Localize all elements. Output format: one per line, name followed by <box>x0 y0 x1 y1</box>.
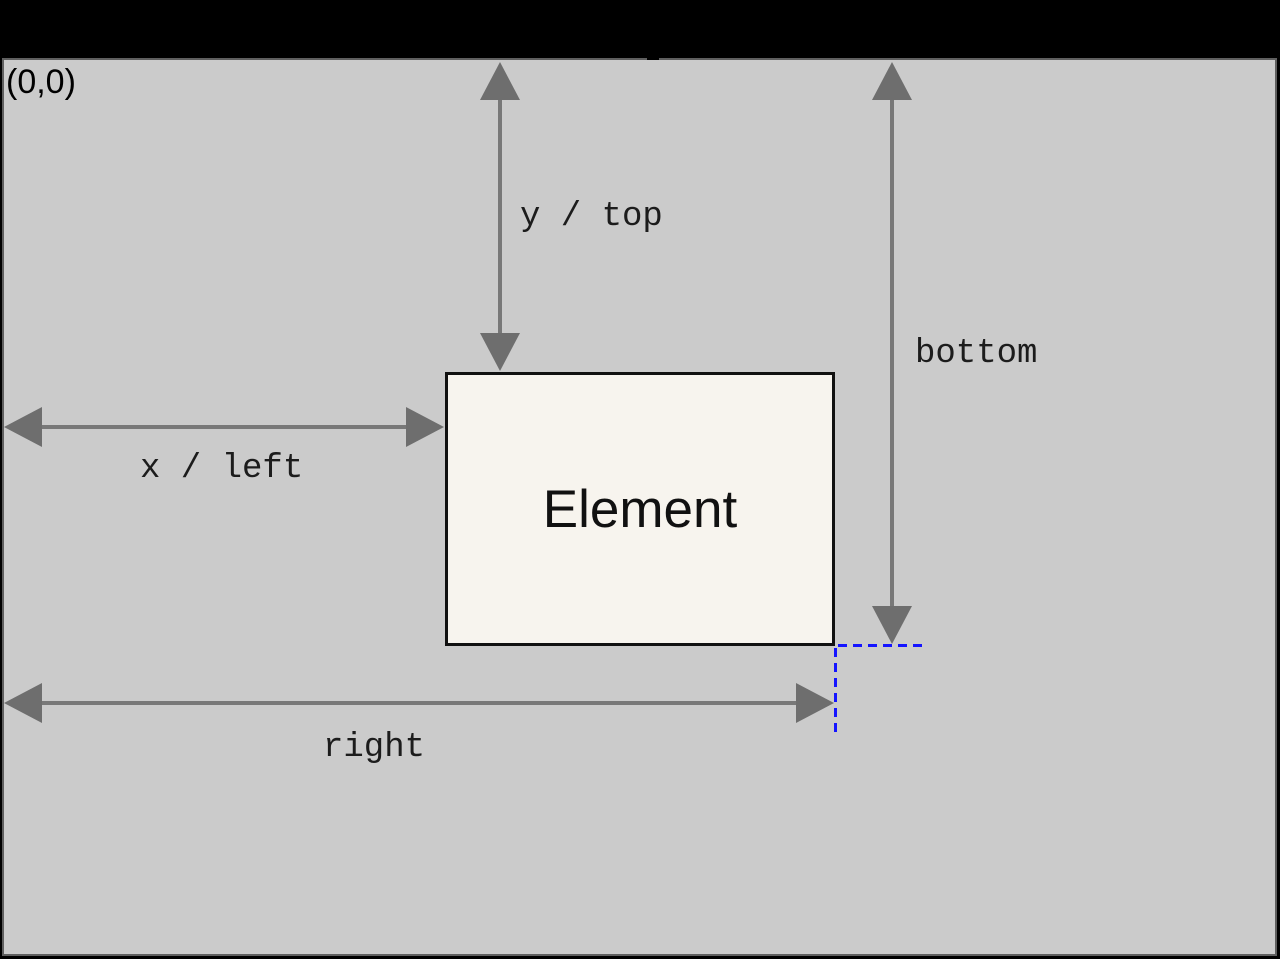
element-box-label: Element <box>542 479 738 539</box>
origin-coordinate-label: (0,0) <box>6 63 76 101</box>
arrow-label-x-left: x / left <box>140 450 304 488</box>
arrow-label-y-top: y / top <box>520 198 663 236</box>
arrow-label-bottom: bottom <box>915 335 1038 373</box>
arrow-label-right: right <box>323 729 426 767</box>
top-bar-notch <box>647 54 659 60</box>
element-box: Element <box>445 372 835 646</box>
